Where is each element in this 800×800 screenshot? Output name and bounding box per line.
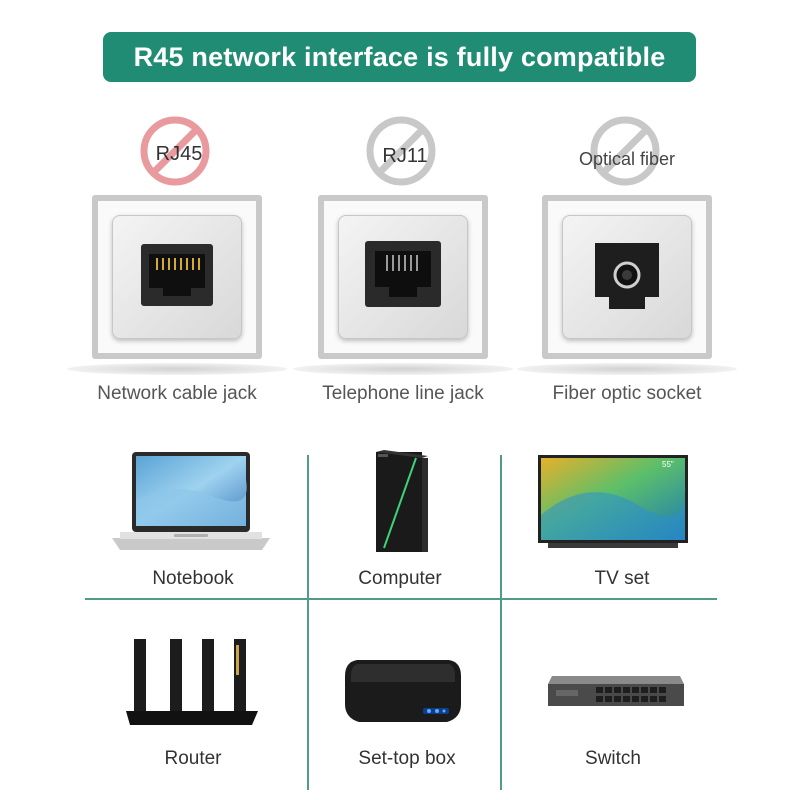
device-notebook [112, 450, 270, 554]
tv-icon: 55" [538, 455, 690, 551]
optical-socket-icon [595, 243, 659, 309]
router-icon [124, 635, 260, 727]
rj45-socket-icon [141, 244, 213, 306]
device-label: Computer [358, 568, 442, 589]
desktop-tower-icon [370, 450, 430, 554]
device-router [124, 635, 260, 727]
frame-shadow [517, 363, 737, 375]
frame-shadow [67, 363, 287, 375]
socket-frame [92, 195, 262, 359]
wall-plate [338, 215, 468, 339]
frame-shadow [293, 363, 513, 375]
prohibited-sign-icon [589, 115, 661, 187]
port-label: Telephone line jack [322, 383, 484, 404]
port-card-rj45: RJ45 Network cable jack [67, 115, 287, 435]
prohibited-sign-text: Optical fiber [578, 149, 676, 169]
set-top-box-icon [343, 660, 463, 726]
rj11-socket-icon [365, 241, 441, 307]
tv-screen-size: 55" [662, 460, 674, 469]
device-label: Notebook [152, 568, 234, 589]
device-label: TV set [594, 568, 650, 589]
device-computer [370, 450, 430, 554]
device-label: Set-top box [358, 748, 456, 769]
prohibited-sign-icon [139, 115, 211, 187]
network-switch-icon [546, 676, 686, 710]
prohibited-sign-icon [365, 115, 437, 187]
laptop-icon [112, 450, 270, 554]
socket-frame [318, 195, 488, 359]
grid-divider-vertical [500, 455, 502, 790]
port-card-rj11: RJ11 Telephone line jack [293, 115, 513, 435]
device-set-top-box [343, 660, 463, 726]
grid-divider-horizontal [85, 598, 717, 600]
socket-frame [542, 195, 712, 359]
wall-plate [112, 215, 242, 339]
header-banner: R45 network interface is fully compatibl… [103, 32, 696, 82]
port-card-optical: Optical fiber Fiber optic socket [517, 115, 737, 435]
wall-plate [562, 215, 692, 339]
prohibited-sign-text: RJ11 [382, 145, 428, 167]
device-switch [546, 676, 686, 710]
port-label: Network cable jack [97, 383, 257, 404]
device-label: Router [164, 748, 222, 769]
port-label: Fiber optic socket [552, 383, 702, 404]
device-label: Switch [585, 748, 641, 769]
device-tv: 55" [538, 455, 690, 551]
header-title: R45 network interface is fully compatibl… [133, 41, 666, 72]
grid-divider-vertical [307, 455, 309, 790]
prohibited-sign-text: RJ45 [155, 143, 203, 165]
